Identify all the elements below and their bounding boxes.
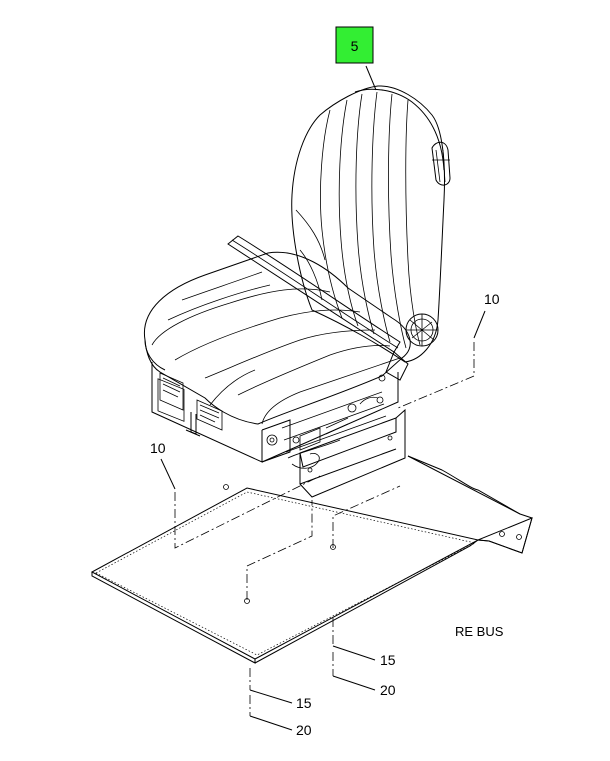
callout-5-highlight bbox=[335, 26, 374, 64]
seat-cushion bbox=[143, 251, 411, 425]
seat-base bbox=[151, 362, 399, 469]
callout-20-right: 20 bbox=[380, 682, 396, 698]
callout-5: 5 bbox=[351, 38, 359, 54]
callout-10-right: 10 bbox=[484, 291, 500, 307]
seat-belt bbox=[227, 235, 409, 381]
note-re-bus: RE BUS bbox=[455, 624, 504, 639]
callout-15-right: 15 bbox=[380, 652, 396, 668]
callout-15-bottom: 15 bbox=[296, 695, 312, 711]
callout-20-bottom: 20 bbox=[296, 722, 312, 738]
seat-back bbox=[291, 85, 451, 363]
floor-plate bbox=[90, 455, 533, 664]
callout-10-left: 10 bbox=[150, 440, 166, 456]
leader-lines bbox=[160, 65, 486, 731]
